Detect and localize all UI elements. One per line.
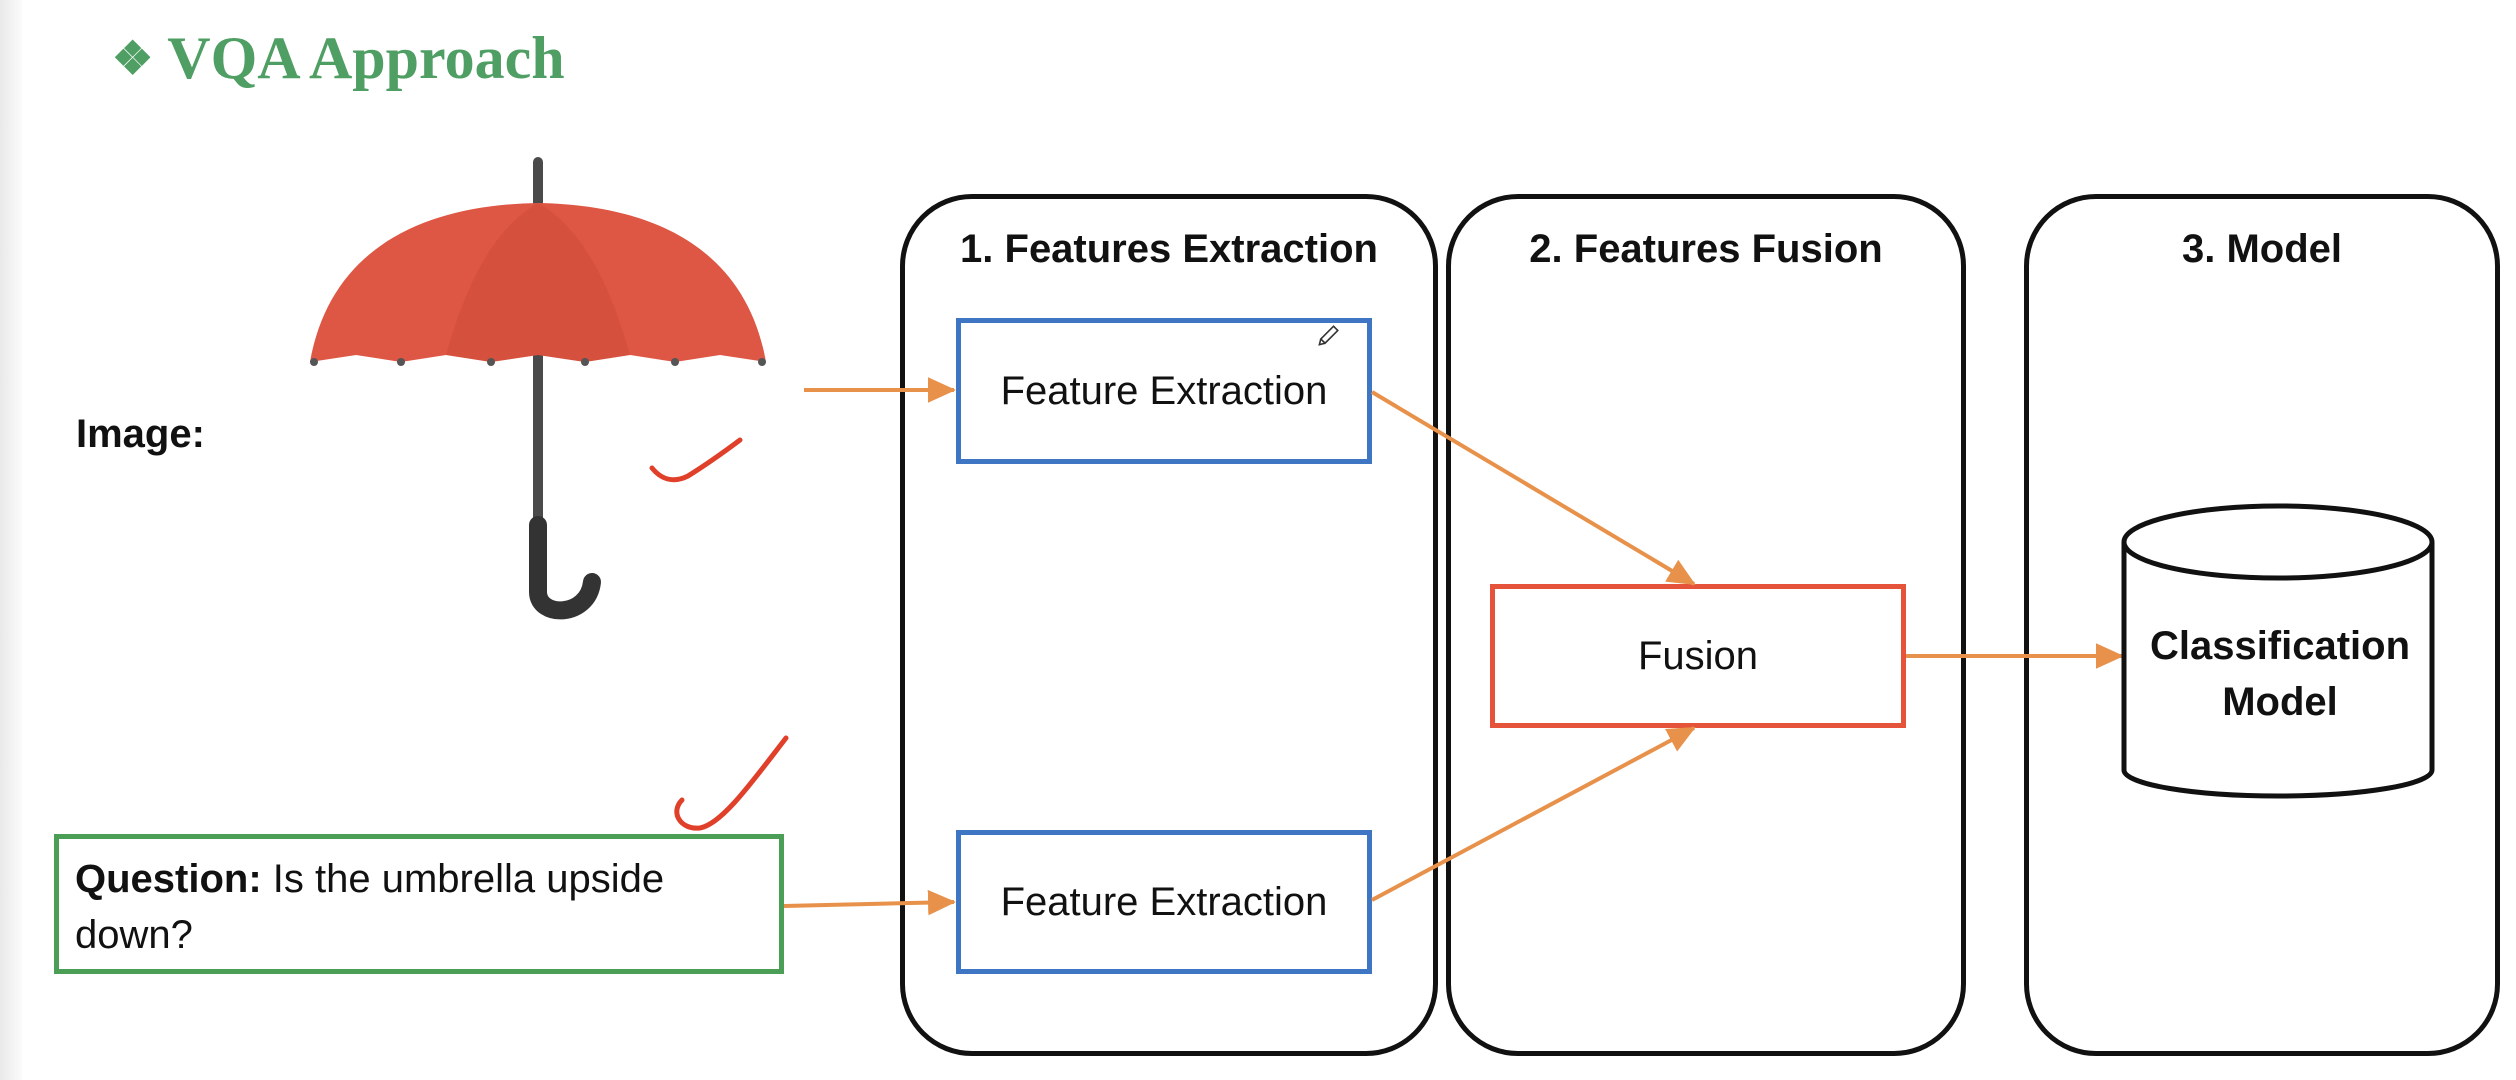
question-label: Question: <box>75 857 262 901</box>
fusion-box: Fusion <box>1490 584 1906 728</box>
checkmark-icon <box>674 735 789 831</box>
image-label: Image: <box>76 412 205 456</box>
feature-extraction-label: Feature Extraction <box>1000 879 1328 924</box>
umbrella-icon <box>310 157 766 620</box>
question-box: Question: Is the umbrella upside down? <box>54 834 784 974</box>
diamond-bullet-icon: ❖ <box>112 33 154 84</box>
question-text: Is the umbrella upside down? <box>75 857 665 957</box>
question-feature-extraction-box: Feature Extraction <box>956 830 1372 974</box>
left-edge-shadow <box>0 0 22 1080</box>
slide-title-text: VQA Approach <box>167 24 565 91</box>
stage-title: 1. Features Extraction <box>960 227 1378 271</box>
feature-extraction-label: Feature Extraction <box>1000 368 1328 413</box>
question-text-block: Question: Is the umbrella upside down? <box>75 851 763 963</box>
classification-model-label: Classification Model <box>2149 624 2411 724</box>
checkmark-icon <box>649 437 743 483</box>
image-feature-extraction-box: Feature Extraction <box>956 318 1372 464</box>
stage-title: 3. Model <box>2181 227 2343 271</box>
slide-title: ❖ VQA Approach <box>112 18 565 98</box>
fusion-label: Fusion <box>1637 633 1759 678</box>
stage-title: 2. Features Fusion <box>1529 227 1883 271</box>
